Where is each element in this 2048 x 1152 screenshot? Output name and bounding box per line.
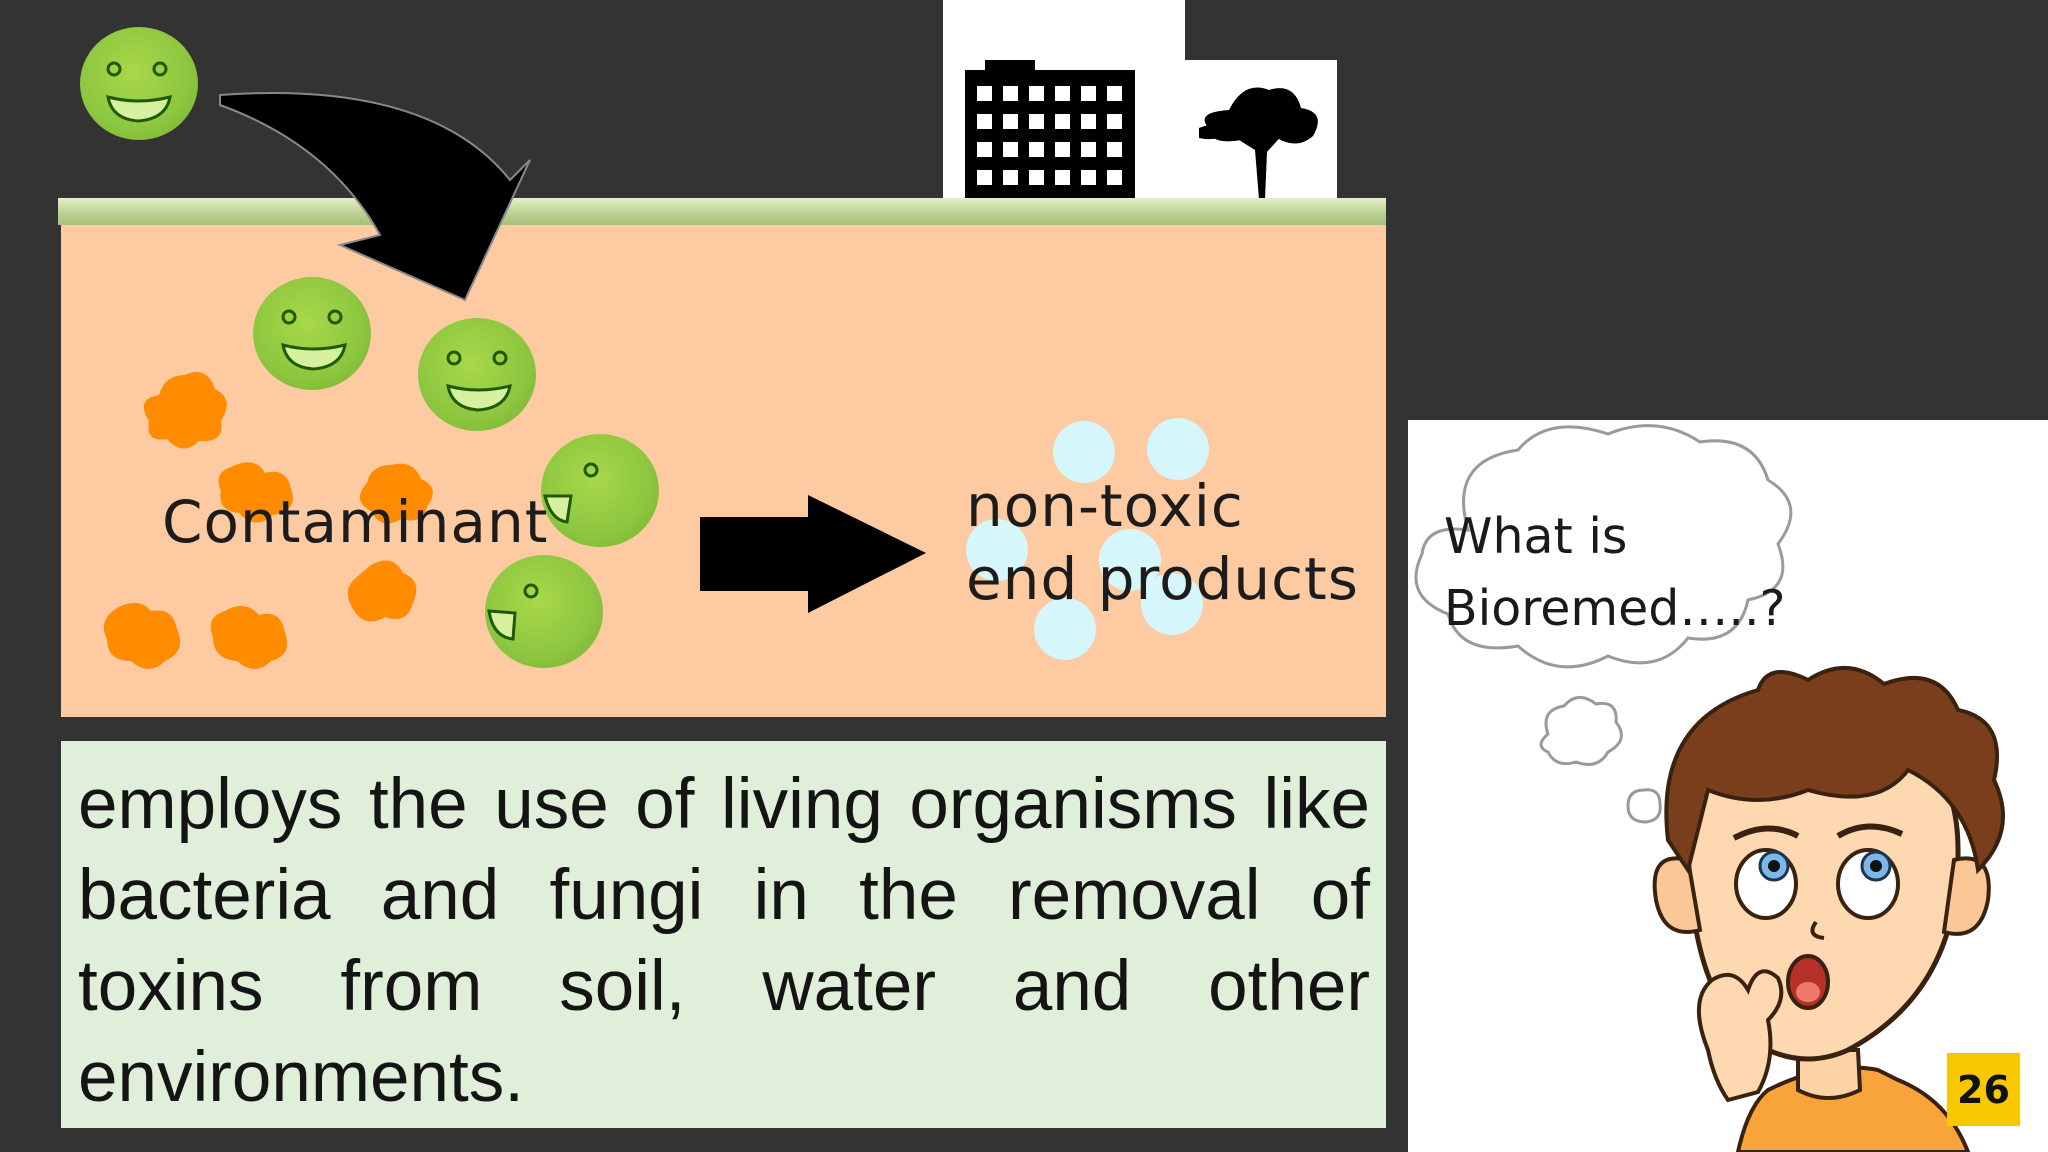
product-bubble-icon (966, 519, 1028, 581)
product-bubble-icon (1141, 573, 1203, 635)
thought-line-2: Bioremed…..? (1444, 580, 1786, 637)
microbe-face-icon (487, 583, 539, 641)
microbe-face-icon (543, 462, 599, 524)
microbe-icon (418, 318, 536, 431)
definition-text: employs the use of living organisms like… (78, 765, 1370, 1117)
contaminant-blob-icon (210, 605, 288, 669)
contaminant-label: Contaminant (162, 488, 549, 556)
tree-icon (1199, 87, 1318, 199)
microbe-icon (80, 27, 198, 140)
contaminant-blob-icon (103, 602, 181, 669)
products-label-line1: non-toxic (966, 472, 1244, 540)
contaminant-blobs (103, 372, 433, 669)
microbe-face-icon (446, 350, 512, 412)
thought-cloud (1414, 424, 1793, 824)
contaminant-blob-icon (218, 462, 293, 523)
products-label-line2: end products (966, 545, 1359, 613)
building-illustration-background (943, 0, 1185, 199)
right-arrow-icon (700, 495, 926, 613)
ground-surface (58, 198, 1386, 225)
contaminant-blob-icon (347, 560, 417, 622)
product-bubble-icon (1034, 598, 1096, 660)
microbe-face-icon (281, 309, 347, 371)
curved-arrow-icon (219, 92, 531, 302)
tree-illustration-background (1185, 60, 1337, 199)
microbe-icon (485, 555, 603, 668)
definition-box: employs the use of living organisms like… (61, 741, 1386, 1128)
page-number: 26 (1947, 1053, 2020, 1126)
contaminant-blob-icon (143, 372, 227, 449)
microbe-icon (541, 434, 659, 547)
building-icon (965, 60, 1135, 199)
thought-line-1: What is (1444, 508, 1628, 565)
thinking-boy-illustration (1652, 666, 2005, 1152)
contaminant-blob-icon (359, 463, 433, 524)
thinking-boy-panel: What is Bioremed…..? (1408, 420, 2048, 1152)
product-bubble-icon (1147, 418, 1209, 480)
product-bubble-icon (1053, 421, 1115, 483)
microbe-face-icon (106, 61, 172, 123)
microbe-icon (253, 277, 371, 390)
